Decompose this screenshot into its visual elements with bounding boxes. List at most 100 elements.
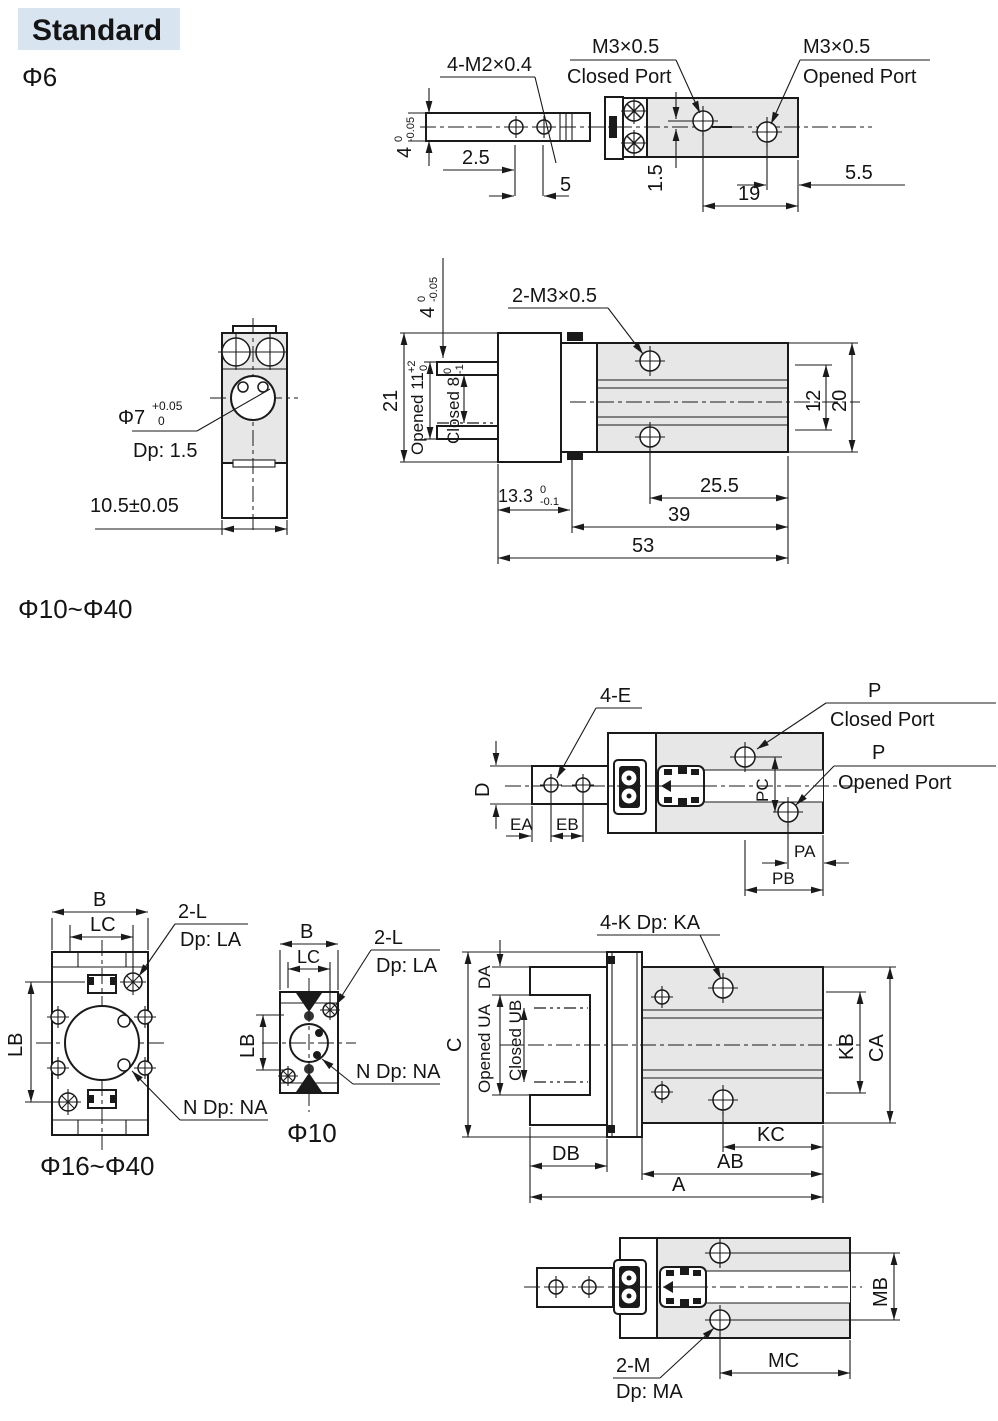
dim-12: 12	[803, 390, 825, 412]
dim-d: D	[472, 783, 494, 797]
l-hole-depth: Dp: LA	[180, 929, 242, 951]
svg-text:Opened 11: Opened 11	[408, 372, 427, 455]
caption: Φ16~Φ40	[40, 1151, 155, 1181]
dim-eb: EB	[556, 815, 579, 834]
standard-badge	[18, 8, 180, 50]
section-phi6-label: Φ6	[22, 62, 57, 92]
svg-text:0: 0	[393, 136, 405, 142]
dim-pc: PC	[753, 778, 772, 802]
dim-ab: AB	[717, 1151, 744, 1173]
dim-mc: MC	[768, 1350, 799, 1372]
dim-b: B	[93, 889, 106, 911]
dim-db: DB	[552, 1143, 580, 1165]
dim-25_5: 25.5	[700, 475, 739, 497]
dim-lb: LB	[5, 1033, 27, 1057]
opened-port-label: Opened Port	[803, 66, 917, 88]
header: Standard Φ6 Φ10~Φ40	[18, 8, 180, 624]
svg-text:-0.05: -0.05	[428, 277, 440, 302]
pin-callout: N Dp: NA	[356, 1061, 441, 1083]
svg-text:0: 0	[416, 296, 428, 302]
svg-text:20: 20	[829, 390, 851, 412]
closed-port-thread: M3×0.5	[592, 36, 659, 58]
svg-text:Opened UA: Opened UA	[475, 1004, 494, 1093]
dim-20: 20	[829, 390, 851, 412]
svg-text:4: 4	[394, 147, 416, 158]
phi10-40-side-view: 4-E P Closed Port P Opened Port D EA EB …	[472, 680, 996, 896]
l-hole-depth: Dp: LA	[376, 955, 438, 977]
dim-kc: KC	[757, 1124, 785, 1146]
dim-c: C	[444, 1038, 466, 1052]
l-hole-callout: 2-L	[178, 901, 207, 923]
phi10-40-bottom-view: MB MC 2-M Dp: MA	[524, 1237, 900, 1403]
dim-5_5: 5.5	[845, 162, 873, 184]
phi6-side-view: 4-M2×0.4 M3×0.5 Closed Port M3×0.5 Opene…	[393, 36, 930, 212]
dim-opened: Opened 11 +2 0	[406, 360, 430, 455]
dim-lc: LC	[90, 914, 116, 936]
caption: Φ10	[287, 1118, 337, 1148]
dim-kb: KB	[836, 1033, 858, 1060]
phi6-top-view: 2-M3×0.5 4 0 -0.05 21 Opened 11 +2 0 Clo…	[380, 258, 860, 564]
dim-39: 39	[668, 504, 690, 526]
svg-text:Closed 8: Closed 8	[444, 377, 463, 444]
svg-text:21: 21	[380, 390, 402, 412]
dim-5: 5	[560, 174, 571, 196]
phi10-front-view: B LC 2-L Dp: LA LB N Dp: NA Φ10	[237, 921, 441, 1148]
dim-mb: MB	[870, 1277, 892, 1307]
dim-53: 53	[632, 535, 654, 557]
dim-19: 19	[738, 183, 760, 205]
svg-text:MB: MB	[870, 1277, 892, 1307]
dim-opened-ua: Opened UA	[475, 1004, 494, 1093]
svg-text:Closed UB: Closed UB	[506, 1000, 525, 1081]
dim-21: 21	[380, 390, 402, 412]
svg-text:CA: CA	[866, 1034, 888, 1062]
svg-text:KB: KB	[836, 1033, 858, 1060]
dim-closed: Closed 8 0 -1	[442, 364, 466, 444]
dim-4-top: 4 0 -0.05	[416, 277, 440, 318]
l-hole-callout: 2-L	[374, 927, 403, 949]
closed-port-p: P	[868, 680, 881, 702]
phi6-front-view: Φ7 +0.05 0 Dp: 1.5 10.5±0.05	[90, 318, 298, 535]
bore-depth: Dp: 1.5	[133, 440, 197, 462]
svg-text:D: D	[472, 783, 494, 797]
dim-13_3: 13.3	[498, 486, 533, 506]
body	[596, 342, 789, 453]
closed-port-label: Closed Port	[830, 709, 935, 731]
dim-4: 4 0 -0.05	[393, 117, 417, 158]
closed-port-label: Closed Port	[567, 66, 672, 88]
m-hole-depth: Dp: MA	[616, 1381, 683, 1403]
bore-tol-upper: +0.05	[152, 399, 183, 413]
pin-callout: N Dp: NA	[183, 1097, 268, 1119]
thread-callout: 4-M2×0.4	[447, 54, 532, 76]
m-hole-callout: 2-M	[616, 1355, 650, 1377]
dim-ca: CA	[866, 1034, 888, 1062]
jaw-carrier	[497, 332, 562, 463]
dim-pb: PB	[772, 869, 795, 888]
svg-text:PC: PC	[753, 778, 772, 802]
svg-text:0: 0	[442, 368, 454, 374]
section-phi10-40-label: Φ10~Φ40	[18, 594, 133, 624]
svg-text:C: C	[444, 1038, 466, 1052]
svg-text:12: 12	[803, 390, 825, 412]
bore-tol-lower: 0	[158, 414, 165, 428]
bore-callout: Φ7	[118, 407, 145, 429]
phi10-40-top-view: 4-K Dp: KA C DA Opened UA Closed UB KB	[444, 912, 896, 1203]
dim-width: 10.5±0.05	[90, 495, 179, 517]
svg-text:LB: LB	[5, 1033, 27, 1057]
svg-text:-0.05: -0.05	[405, 117, 417, 142]
svg-text:-1: -1	[454, 364, 466, 374]
opened-port-label: Opened Port	[838, 772, 952, 794]
opened-port-p: P	[872, 742, 885, 764]
phi16-40-front-view: B LC 2-L Dp: LA LB N Dp: NA Φ16~Φ40	[5, 889, 268, 1181]
standard-badge-label: Standard	[32, 14, 162, 47]
finger-bottom	[436, 425, 499, 440]
dim-b: B	[300, 921, 313, 943]
dim-13_3-tu: 0	[540, 484, 546, 496]
thread-callout: 2-M3×0.5	[512, 285, 597, 307]
center-bore	[230, 375, 276, 421]
svg-text:DA: DA	[475, 965, 494, 989]
dim-ea: EA	[510, 815, 533, 834]
dim-2_5: 2.5	[462, 147, 490, 169]
dim-lb: LB	[237, 1034, 259, 1058]
svg-text:+2: +2	[406, 360, 418, 373]
dim-1_5: 1.5	[645, 164, 667, 192]
